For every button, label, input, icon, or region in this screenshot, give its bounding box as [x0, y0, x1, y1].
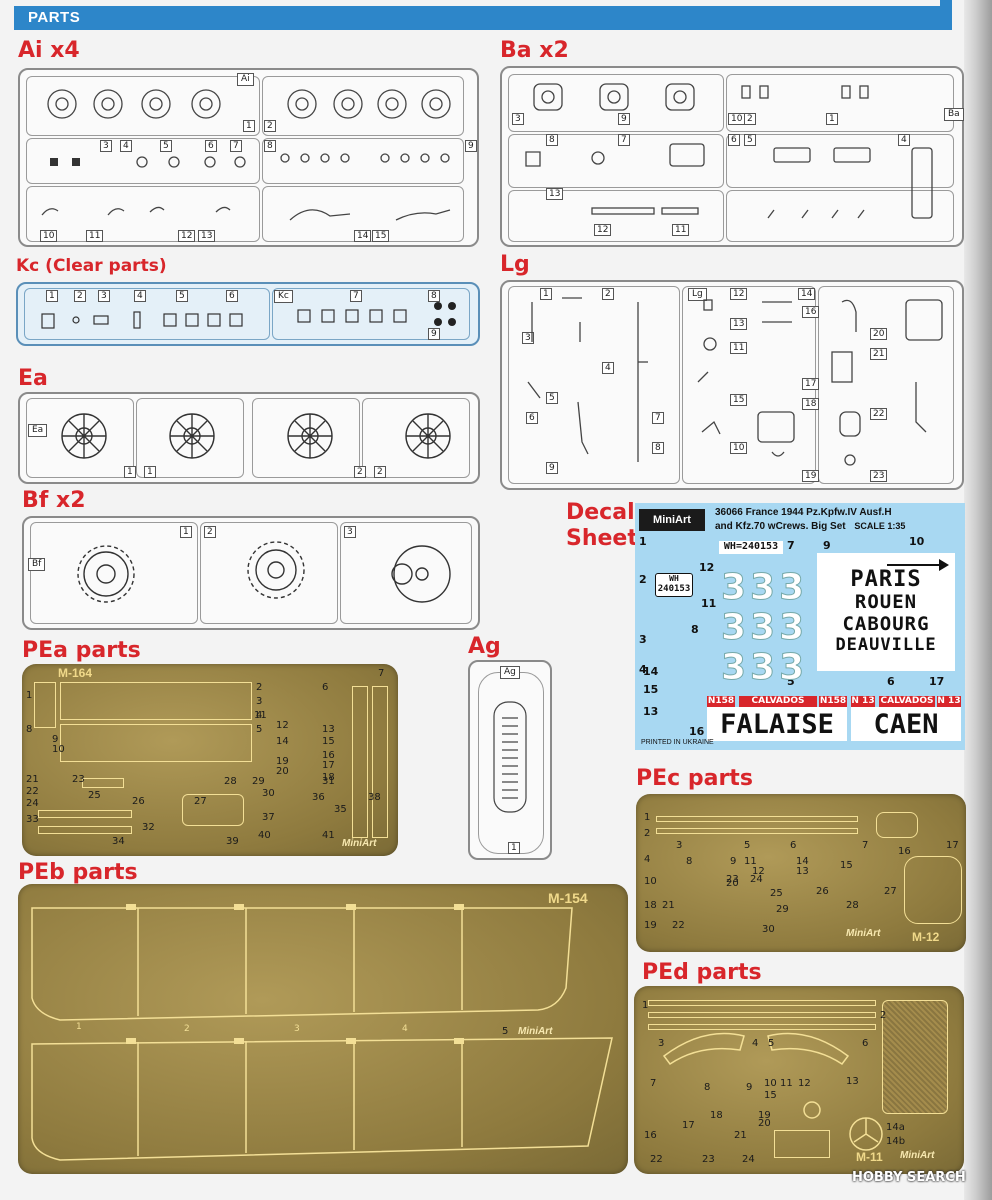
- sprue-ag-tag: Ag: [500, 666, 520, 679]
- peb-fender-outline: [31, 904, 613, 1161]
- pe-fret-ped: M-11 MiniArt 1 2 3 4 5 6 7 8 9 10 11 12 …: [634, 986, 964, 1174]
- sprue-ai-label: Ai x4: [18, 38, 80, 63]
- pea-code: M-164: [58, 666, 93, 680]
- decal-plate-small: WH 240153: [655, 573, 693, 597]
- sprue-lg-parts: [527, 297, 943, 466]
- decal-brand: MiniArt: [639, 509, 705, 531]
- sprue-lg: Lg 1 2 3 4 5 6 7 8 9 10 11 12 13 14 15 1…: [500, 280, 964, 490]
- decal-made-in: PRINTED IN UKRAINE: [641, 739, 714, 746]
- decal-turret-number-2: 333: [720, 607, 809, 649]
- sprue-ba-parts: [525, 83, 933, 219]
- decal-falaise-sign: FALAISE: [707, 707, 847, 741]
- sprue-ag-parts: [493, 701, 527, 813]
- sprue-lg-label: Lg: [500, 252, 530, 277]
- pea-logo: MiniArt: [342, 838, 377, 849]
- decal-sheet: MiniArt 36066 France 1944 Pz.Kpfw.IV Aus…: [635, 503, 965, 750]
- sprue-ba-tag: Ba: [944, 108, 964, 121]
- sprue-bf-label: Bf x2: [22, 488, 86, 513]
- ped-parts: [662, 1032, 883, 1151]
- sprue-ba-label: Ba x2: [500, 38, 569, 63]
- decal-scale: SCALE 1:35: [854, 521, 906, 531]
- decal-caen-sign: CAEN: [851, 707, 961, 741]
- sprue-ea: Ea 1 1 2 2: [18, 392, 480, 484]
- section-title: PARTS: [28, 9, 81, 26]
- pe-fret-pec: M-12 MiniArt 1 2 3 4 5 6 7 8 9 10 11 12 …: [636, 794, 966, 952]
- sprue-lg-tag: Lg: [688, 288, 707, 301]
- sprue-kc-tag: Kc: [274, 290, 293, 303]
- sprue-bf-tag: Bf: [28, 558, 46, 571]
- decal-subtitle: and Kfz.70 wCrews. Big Set: [715, 521, 846, 532]
- decal-title: 36066 France 1944 Pz.Kpfw.IV Ausf.H: [715, 507, 892, 518]
- sprue-kc: Kc 1 2 3 4 5 6 7 8 9: [16, 282, 480, 346]
- sprue-ai-tag: Ai: [237, 73, 254, 86]
- sprue-bf-parts: [77, 541, 451, 603]
- decal-turret-number-1: 333: [720, 567, 809, 609]
- peb-code: M-154: [548, 890, 588, 906]
- sprue-ai-parts: [41, 89, 451, 221]
- decal-turret-number-3: 333: [720, 647, 809, 689]
- page-edge: [964, 0, 992, 1200]
- decal-label: Decal Sheet: [566, 500, 638, 551]
- ped-logo: MiniArt: [900, 1150, 935, 1161]
- ped-label: PEd parts: [642, 960, 762, 985]
- sprue-ea-tag: Ea: [28, 424, 48, 437]
- sprue-bf: Bf 1 2 3: [22, 516, 480, 630]
- sprue-ag: Ag 1: [468, 660, 552, 860]
- pec-logo: MiniArt: [846, 928, 881, 939]
- sprue-ai: Ai 1 2 3 4 5 6 7 8 9 10 11 12 13 14 15: [18, 68, 479, 247]
- section-header: PARTS: [14, 6, 950, 30]
- watermark: HOBBY SEARCH: [852, 1170, 966, 1185]
- sprue-kc-parts: [41, 302, 456, 329]
- sprue-ba: Ba 1 2 3 4 5 6 7 8 9 10 11 12 13: [500, 66, 964, 247]
- pe-fret-pea: M-164 MiniArt 1 2 3 4 5 6 7 8 9 10 11 12…: [22, 664, 398, 856]
- sprue-ag-label: Ag: [468, 634, 501, 659]
- peb-logo: MiniArt: [518, 1026, 553, 1037]
- decal-plate-strip: WH=240153: [719, 541, 783, 554]
- decal-signpost: PARIS ROUEN CABOURG DEAUVILLE: [817, 553, 955, 671]
- pe-fret-peb: M-154 MiniArt 1 2 3 4 5: [18, 884, 628, 1174]
- sprue-ea-parts: [61, 413, 451, 459]
- peb-label: PEb parts: [18, 860, 138, 885]
- ped-code: M-11: [856, 1150, 883, 1164]
- sprue-kc-label: Kc (Clear parts): [16, 256, 167, 276]
- sprue-ea-label: Ea: [18, 366, 48, 391]
- pea-label: PEa parts: [22, 638, 141, 663]
- pec-code: M-12: [912, 930, 940, 944]
- pec-label: PEc parts: [636, 766, 753, 791]
- arrow-right-icon: [887, 559, 949, 571]
